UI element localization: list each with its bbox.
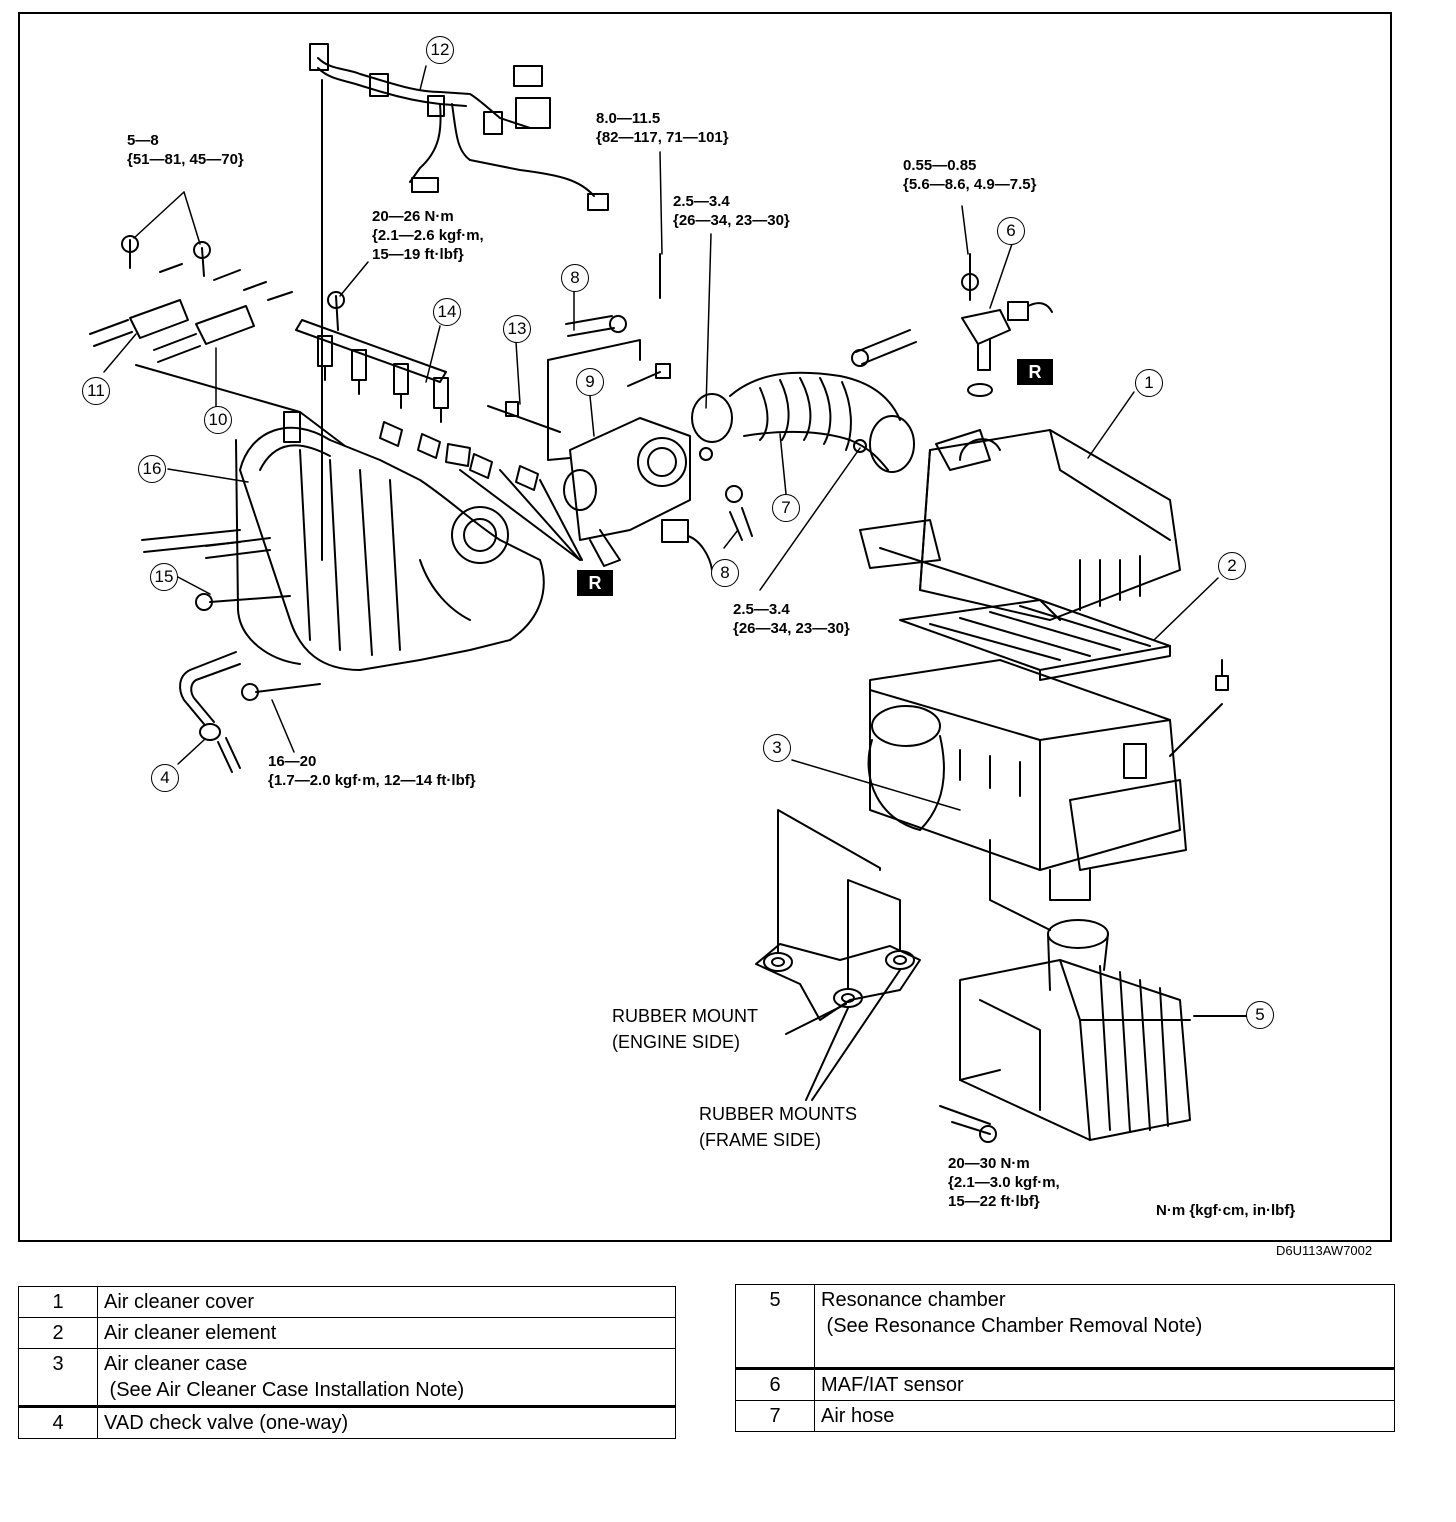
torque-spec-8-11: 8.0—11.5 {82—117, 71—101}: [596, 110, 729, 146]
callout-11: 11: [82, 377, 110, 405]
torque-spec-20-30: 20—30 N·m {2.1—3.0 kgf·m, 15—22 ft·lbf}: [948, 1155, 1060, 1210]
callout-2: 2: [1218, 552, 1246, 580]
bolts: [121, 235, 997, 1143]
replace-mark-gaskets: R: [577, 570, 613, 596]
legend-table-right: 5 Resonance chamber (See Resonance Chamb…: [735, 1284, 1395, 1432]
air-hose: [691, 329, 917, 473]
callout-12: 12: [426, 36, 454, 64]
callout-7: 7: [772, 494, 800, 522]
callout-16: 16: [138, 455, 166, 483]
unit-note: N·m {kgf·cm, in·lbf}: [1156, 1202, 1296, 1219]
torque-spec-16-20: 16—20 {1.7—2.0 kgf·m, 12—14 ft·lbf}: [268, 753, 476, 789]
rubber-mount-engine-side-label: RUBBER MOUNT (ENGINE SIDE): [612, 1006, 759, 1052]
callout-5: 5: [1246, 1001, 1274, 1029]
legend-num: 3: [18, 1348, 98, 1408]
throttle-body: [487, 339, 713, 571]
legend-name: Resonance chamber (See Resonance Chamber…: [814, 1284, 1395, 1370]
legend-row: 4 VAD check valve (one-way): [18, 1406, 676, 1439]
gaskets: [379, 421, 583, 561]
air-cleaner-cover: [859, 429, 1181, 621]
fuel-rail: [295, 319, 449, 423]
torque-spec-2-5-3-4-lower: 2.5—3.4 {26—34, 23—30}: [733, 601, 850, 637]
legend-row: 2 Air cleaner element: [18, 1317, 676, 1349]
diagram-frame: [18, 12, 1392, 1242]
leader-lines: [103, 65, 1219, 811]
replace-mark-sensor: R: [1017, 359, 1053, 385]
legend-row: 7 Air hose: [735, 1400, 1395, 1432]
callout-6: 6: [997, 217, 1025, 245]
legend-name: Air hose: [814, 1400, 1395, 1432]
legend-row: 3 Air cleaner case (See Air Cleaner Case…: [18, 1348, 676, 1408]
maf-iat-sensor: [961, 253, 1053, 397]
torque-spec-5-8: 5—8 {51—81, 45—70}: [127, 132, 244, 168]
torque-spec-20-26: 20—26 N·m {2.1—2.6 kgf·m, 15—19 ft·lbf}: [372, 208, 484, 263]
exploded-view-drawing: [89, 43, 1247, 1143]
legend-num: 1: [18, 1286, 98, 1318]
callout-8-upper: 8: [561, 264, 589, 292]
callout-9: 9: [576, 368, 604, 396]
callout-3: 3: [763, 734, 791, 762]
callout-8-lower: 8: [711, 559, 739, 587]
callout-14: 14: [433, 298, 461, 326]
legend-num: 7: [735, 1400, 815, 1432]
resonance-chamber: [959, 919, 1247, 1141]
callout-13: 13: [503, 315, 531, 343]
legend-row: 1 Air cleaner cover: [18, 1286, 676, 1318]
legend-name: MAF/IAT sensor: [814, 1368, 1395, 1401]
legend-name: Air cleaner case (See Air Cleaner Case I…: [97, 1348, 676, 1408]
callout-10: 10: [204, 406, 232, 434]
rubber-mounts-frame-side-label: RUBBER MOUNTS (FRAME SIDE): [699, 1104, 858, 1150]
legend-num: 4: [18, 1406, 98, 1439]
torque-spec-2-5-3-4-upper: 2.5—3.4 {26—34, 23—30}: [673, 193, 790, 229]
solenoid-valves: [89, 263, 346, 447]
legend-num: 6: [735, 1368, 815, 1401]
rubber-mounts: [755, 809, 1051, 1101]
callout-15: 15: [150, 563, 178, 591]
legend-name: Air cleaner element: [97, 1317, 676, 1349]
figure-id: D6U113AW7002: [1276, 1243, 1373, 1258]
torque-spec-0-55-0-85: 0.55—0.85 {5.6—8.6, 4.9—7.5}: [903, 157, 1037, 193]
air-cleaner-element: [899, 599, 1171, 681]
legend-num: 5: [735, 1284, 815, 1370]
callout-4: 4: [151, 764, 179, 792]
vacuum-hoses: [565, 315, 753, 541]
legend-name: Air cleaner cover: [97, 1286, 676, 1318]
vad-check-valve: [179, 651, 241, 773]
air-cleaner-case: [867, 659, 1229, 901]
legend-num: 2: [18, 1317, 98, 1349]
wiring-harness: [309, 43, 609, 561]
callout-1: 1: [1135, 369, 1163, 397]
legend-row: 5 Resonance chamber (See Resonance Chamb…: [735, 1284, 1395, 1370]
intake-manifold: [141, 411, 545, 671]
legend-table-left: 1 Air cleaner cover 2 Air cleaner elemen…: [18, 1286, 676, 1439]
legend-name: VAD check valve (one-way): [97, 1406, 676, 1439]
legend-row: 6 MAF/IAT sensor: [735, 1368, 1395, 1401]
